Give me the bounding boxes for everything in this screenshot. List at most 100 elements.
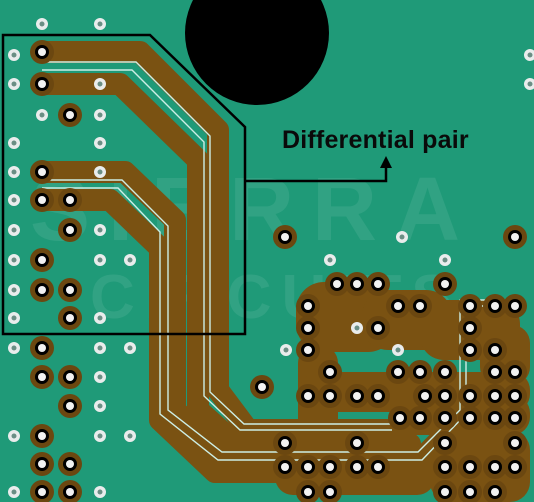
silk-dot — [280, 344, 292, 356]
via — [296, 480, 320, 502]
via — [408, 406, 432, 430]
via — [483, 480, 507, 502]
silk-dot — [439, 254, 451, 266]
via — [503, 455, 527, 479]
silk-dot — [94, 109, 106, 121]
silk-dot — [94, 18, 106, 30]
silk-dot — [351, 322, 363, 334]
via — [483, 455, 507, 479]
via — [433, 384, 457, 408]
via — [483, 338, 507, 362]
via — [413, 384, 437, 408]
via — [345, 384, 369, 408]
silk-dot — [94, 342, 106, 354]
via — [273, 225, 297, 249]
via — [58, 394, 82, 418]
via — [30, 188, 54, 212]
silk-dot — [8, 254, 20, 266]
via — [433, 360, 457, 384]
via — [408, 294, 432, 318]
via — [296, 294, 320, 318]
silk-dot — [124, 430, 136, 442]
callout-leader — [245, 165, 388, 183]
silk-dot — [392, 344, 404, 356]
via — [503, 384, 527, 408]
via — [483, 294, 507, 318]
via — [30, 424, 54, 448]
callout-label: Differential pair — [282, 126, 469, 154]
via — [30, 160, 54, 184]
silk-dot — [524, 49, 534, 61]
via — [318, 455, 342, 479]
silk-dot — [524, 78, 534, 90]
via — [58, 278, 82, 302]
silk-dot — [8, 166, 20, 178]
silk-dot — [94, 224, 106, 236]
silk-dot — [8, 194, 20, 206]
via — [318, 480, 342, 502]
via — [458, 384, 482, 408]
via — [345, 431, 369, 455]
via — [388, 406, 412, 430]
via — [503, 225, 527, 249]
silk-dot — [36, 18, 48, 30]
via — [458, 338, 482, 362]
via — [30, 480, 54, 502]
via — [483, 406, 507, 430]
via — [458, 480, 482, 502]
via — [296, 338, 320, 362]
via — [30, 452, 54, 476]
via — [433, 480, 457, 502]
silk-dot — [8, 49, 20, 61]
via — [366, 384, 390, 408]
via — [58, 103, 82, 127]
via — [458, 455, 482, 479]
silk-dot — [8, 137, 20, 149]
callout-box — [1, 33, 247, 336]
via — [483, 384, 507, 408]
via — [433, 272, 457, 296]
via — [30, 336, 54, 360]
via — [250, 375, 274, 399]
via — [366, 455, 390, 479]
via — [58, 218, 82, 242]
via — [30, 72, 54, 96]
via — [58, 365, 82, 389]
silk-dot — [8, 284, 20, 296]
silk-dot — [94, 312, 106, 324]
silk-dot — [124, 254, 136, 266]
via — [296, 455, 320, 479]
via — [30, 365, 54, 389]
silk-dot — [8, 78, 20, 90]
via — [408, 360, 432, 384]
via — [325, 272, 349, 296]
silk-dot — [36, 109, 48, 121]
via — [30, 278, 54, 302]
via-array — [30, 40, 527, 502]
silk-dot — [94, 254, 106, 266]
silk-dot — [396, 231, 408, 243]
via — [296, 384, 320, 408]
silk-dot — [8, 342, 20, 354]
via — [30, 40, 54, 64]
callout-arrowhead — [380, 156, 392, 168]
silk-dot — [94, 486, 106, 498]
silk-dot-array — [8, 18, 534, 498]
silk-dot — [8, 430, 20, 442]
silk-dot — [8, 486, 20, 498]
silk-dot — [94, 137, 106, 149]
silk-dot — [94, 78, 106, 90]
via — [458, 316, 482, 340]
via — [366, 316, 390, 340]
via — [503, 406, 527, 430]
silk-dot — [94, 400, 106, 412]
via — [318, 360, 342, 384]
via — [58, 188, 82, 212]
via — [458, 406, 482, 430]
via — [296, 316, 320, 340]
silk-dot — [8, 224, 20, 236]
via — [273, 455, 297, 479]
via — [458, 294, 482, 318]
